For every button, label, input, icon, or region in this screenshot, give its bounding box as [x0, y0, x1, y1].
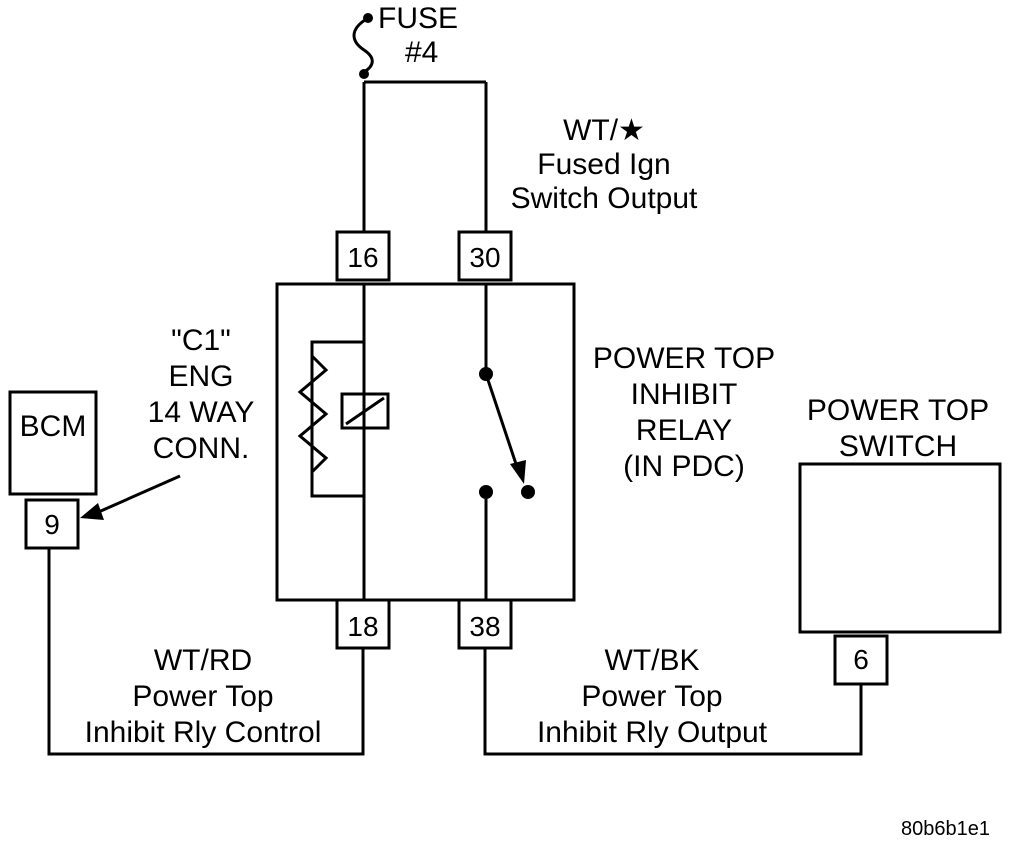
wire-left-color: WT/RD	[154, 644, 252, 677]
relay-label-2: INHIBIT	[631, 378, 738, 411]
switch-label-2: SWITCH	[839, 430, 957, 463]
wire-top-function: Switch Output	[511, 182, 698, 215]
wire-right-circuit: Power Top	[581, 680, 722, 713]
fuse-label: FUSE	[378, 2, 458, 35]
wire-top-circuit: Fused Ign	[537, 148, 670, 181]
figure-id: 80b6b1e1	[901, 818, 990, 840]
wire-left	[47, 548, 365, 756]
relay-pin-16-box	[335, 230, 391, 282]
wire-left-function: Inhibit Rly Control	[85, 716, 322, 749]
connector-label-3: 14 WAY	[148, 396, 255, 429]
switch-label-1: POWER TOP	[807, 394, 989, 427]
relay-pin-30: 30	[469, 242, 500, 273]
switch-box	[798, 462, 1002, 634]
wire-top-color: WT/★	[563, 114, 645, 147]
relay-label-3: RELAY	[636, 414, 732, 447]
bcm-box	[8, 390, 98, 496]
relay-label-1: POWER TOP	[593, 342, 775, 375]
relay-coil	[297, 284, 390, 600]
wire-left-circuit: Power Top	[132, 680, 273, 713]
connector-pointer-arrow	[80, 474, 181, 520]
relay-pin-30-box	[457, 230, 513, 282]
relay-pin-18-box	[335, 598, 391, 650]
relay-pin-18: 18	[347, 611, 378, 642]
wire-right	[483, 648, 863, 756]
switch-pin-6-box	[833, 634, 889, 686]
relay-switch-contacts	[479, 284, 535, 600]
wire-right-function: Inhibit Rly Output	[537, 716, 768, 749]
fuse-symbol	[352, 13, 374, 79]
connector-label-2: ENG	[168, 360, 233, 393]
relay-pin-16: 16	[347, 242, 378, 273]
relay-label-4: (IN PDC)	[623, 450, 745, 483]
wire-right-color: WT/BK	[605, 644, 700, 677]
fuse-number: #4	[405, 36, 438, 69]
bcm-pin-9: 9	[44, 509, 60, 540]
connector-label-4: CONN.	[153, 432, 250, 465]
relay-body	[275, 282, 576, 602]
fuse-feed-wire	[362, 80, 488, 232]
connector-label-1: "C1"	[171, 324, 231, 357]
relay-pin-38-box	[457, 598, 513, 650]
bcm-pin-9-box	[24, 498, 80, 550]
switch-pin-6: 6	[853, 644, 869, 675]
relay-pin-38: 38	[469, 611, 500, 642]
bcm-label: BCM	[20, 410, 87, 443]
